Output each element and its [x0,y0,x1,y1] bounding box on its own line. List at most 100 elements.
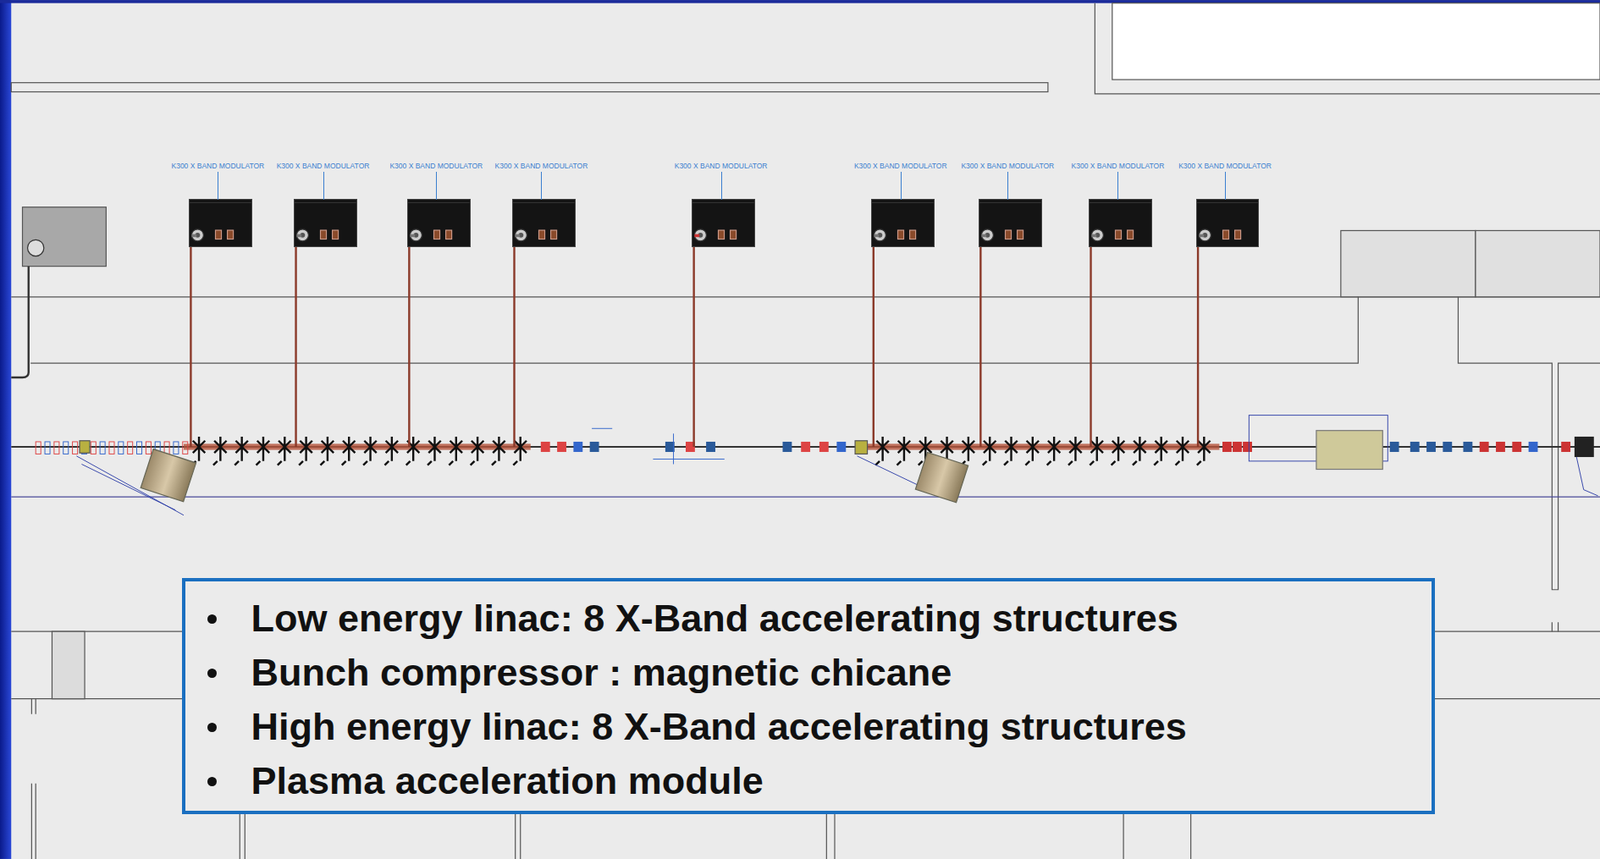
leader-line [217,171,219,200]
leader-line [900,171,902,200]
ion-pump [320,436,334,466]
magnet [1561,441,1571,453]
modulator-box: K300 X BAND MODULATOR [188,198,253,248]
ion-pump [982,436,997,466]
leader-line [1224,171,1226,200]
ion-pump [298,436,313,466]
modulator-label: K300 X BAND MODULATOR [276,161,370,171]
magnet [1426,441,1436,453]
modulator-box: K300 X BAND MODULATOR [978,198,1043,248]
leader-line [323,171,325,200]
modulator-label: K300 X BAND MODULATOR [171,161,265,171]
ion-pump [1004,436,1018,466]
ion-pump [213,436,227,466]
ion-pump [875,436,889,466]
waveguide [408,247,410,447]
ion-pump [277,436,292,466]
waveguide [872,247,875,447]
modulator-detail [513,199,575,247]
ion-pump [897,436,911,466]
beamline-element [72,441,78,454]
magnet [573,441,583,453]
leader-line [1117,171,1119,200]
modulator-box: K300 X BAND MODULATOR [293,198,358,248]
ion-pump [1068,436,1082,466]
bullet-text: Low energy linac: 8 X-Band accelerating … [251,596,1179,641]
modulator-label: K300 X BAND MODULATOR [389,161,483,171]
ion-pump [342,436,356,466]
ion-pump [1047,436,1061,466]
magnet [1390,441,1400,453]
modulator-box: K300 X BAND MODULATOR [691,198,756,248]
modulator-detail [189,199,252,247]
bullet-dot [207,722,217,733]
bullet-dot [207,668,217,679]
magnet [783,441,793,453]
beamline-element [109,441,115,454]
modulator-box: K300 X BAND MODULATOR [1088,198,1153,248]
ion-pump [1025,436,1039,466]
modulator-detail [1089,199,1152,247]
beamline-element [44,441,50,454]
modulator-label: K300 X BAND MODULATOR [495,161,589,171]
beamline-element [35,441,41,454]
modulator-box: K300 X BAND MODULATOR [512,198,576,248]
modulator-box: K300 X BAND MODULATOR [871,198,935,248]
modulator-detail [294,199,357,247]
ion-pump [234,436,249,466]
solenoid [855,441,867,455]
magnet [1495,441,1506,453]
waveguide [1089,247,1092,447]
beamline-element [99,441,105,454]
bullet-dot [207,777,217,787]
ion-pump [427,436,442,466]
modulator-label: K300 X BAND MODULATOR [854,161,948,171]
beamline-element [118,441,124,454]
bullet-row: High energy linac: 8 X-Band accelerating… [185,700,1432,755]
bullet-box: Low energy linac: 8 X-Band accelerating … [182,578,1435,814]
magnet [1442,441,1452,453]
ion-pump [363,436,377,466]
ion-pump [1111,436,1126,466]
magnet [1232,441,1242,453]
beamline-element [164,441,170,454]
bullet-text: Plasma acceleration module [251,759,764,804]
bullet-text: Bunch compressor : magnetic chicane [251,651,953,696]
leader-line [435,171,437,200]
bullet-row: Bunch compressor : magnetic chicane [185,645,1432,701]
magnet [1410,441,1420,453]
magnet [1511,441,1522,453]
modulator-detail [692,199,755,247]
ion-pump [960,436,975,466]
bullet-row: Low energy linac: 8 X-Band accelerating … [185,591,1432,646]
modulator-detail [871,199,934,247]
beamline-element [54,441,60,454]
bullet-dot [207,614,217,624]
beamline-element [127,441,133,454]
ion-pump [448,436,463,466]
magnet [836,441,846,453]
solenoid [79,441,90,453]
modulator-label: K300 X BAND MODULATOR [1178,161,1272,171]
magnet [557,441,567,453]
magnet [1479,441,1490,453]
leader-line [721,171,723,200]
waveguide [692,247,695,447]
magnet [706,441,716,453]
leader-line [591,428,725,464]
beamline-element [182,441,188,454]
waveguide [979,247,982,447]
magnet [1242,441,1253,453]
beamline-element [137,441,143,454]
ion-pump [406,436,420,466]
waveguide [513,247,515,447]
modulator-box: K300 X BAND MODULATOR [407,198,471,248]
magnet [540,441,551,453]
waveguide [189,247,192,447]
modulator-detail [408,199,470,247]
waveguide [294,247,297,447]
ion-pump [470,436,485,466]
modulator-label: K300 X BAND MODULATOR [960,161,1054,171]
ion-pump [256,436,271,466]
bullet-row: Plasma acceleration module [185,754,1432,809]
